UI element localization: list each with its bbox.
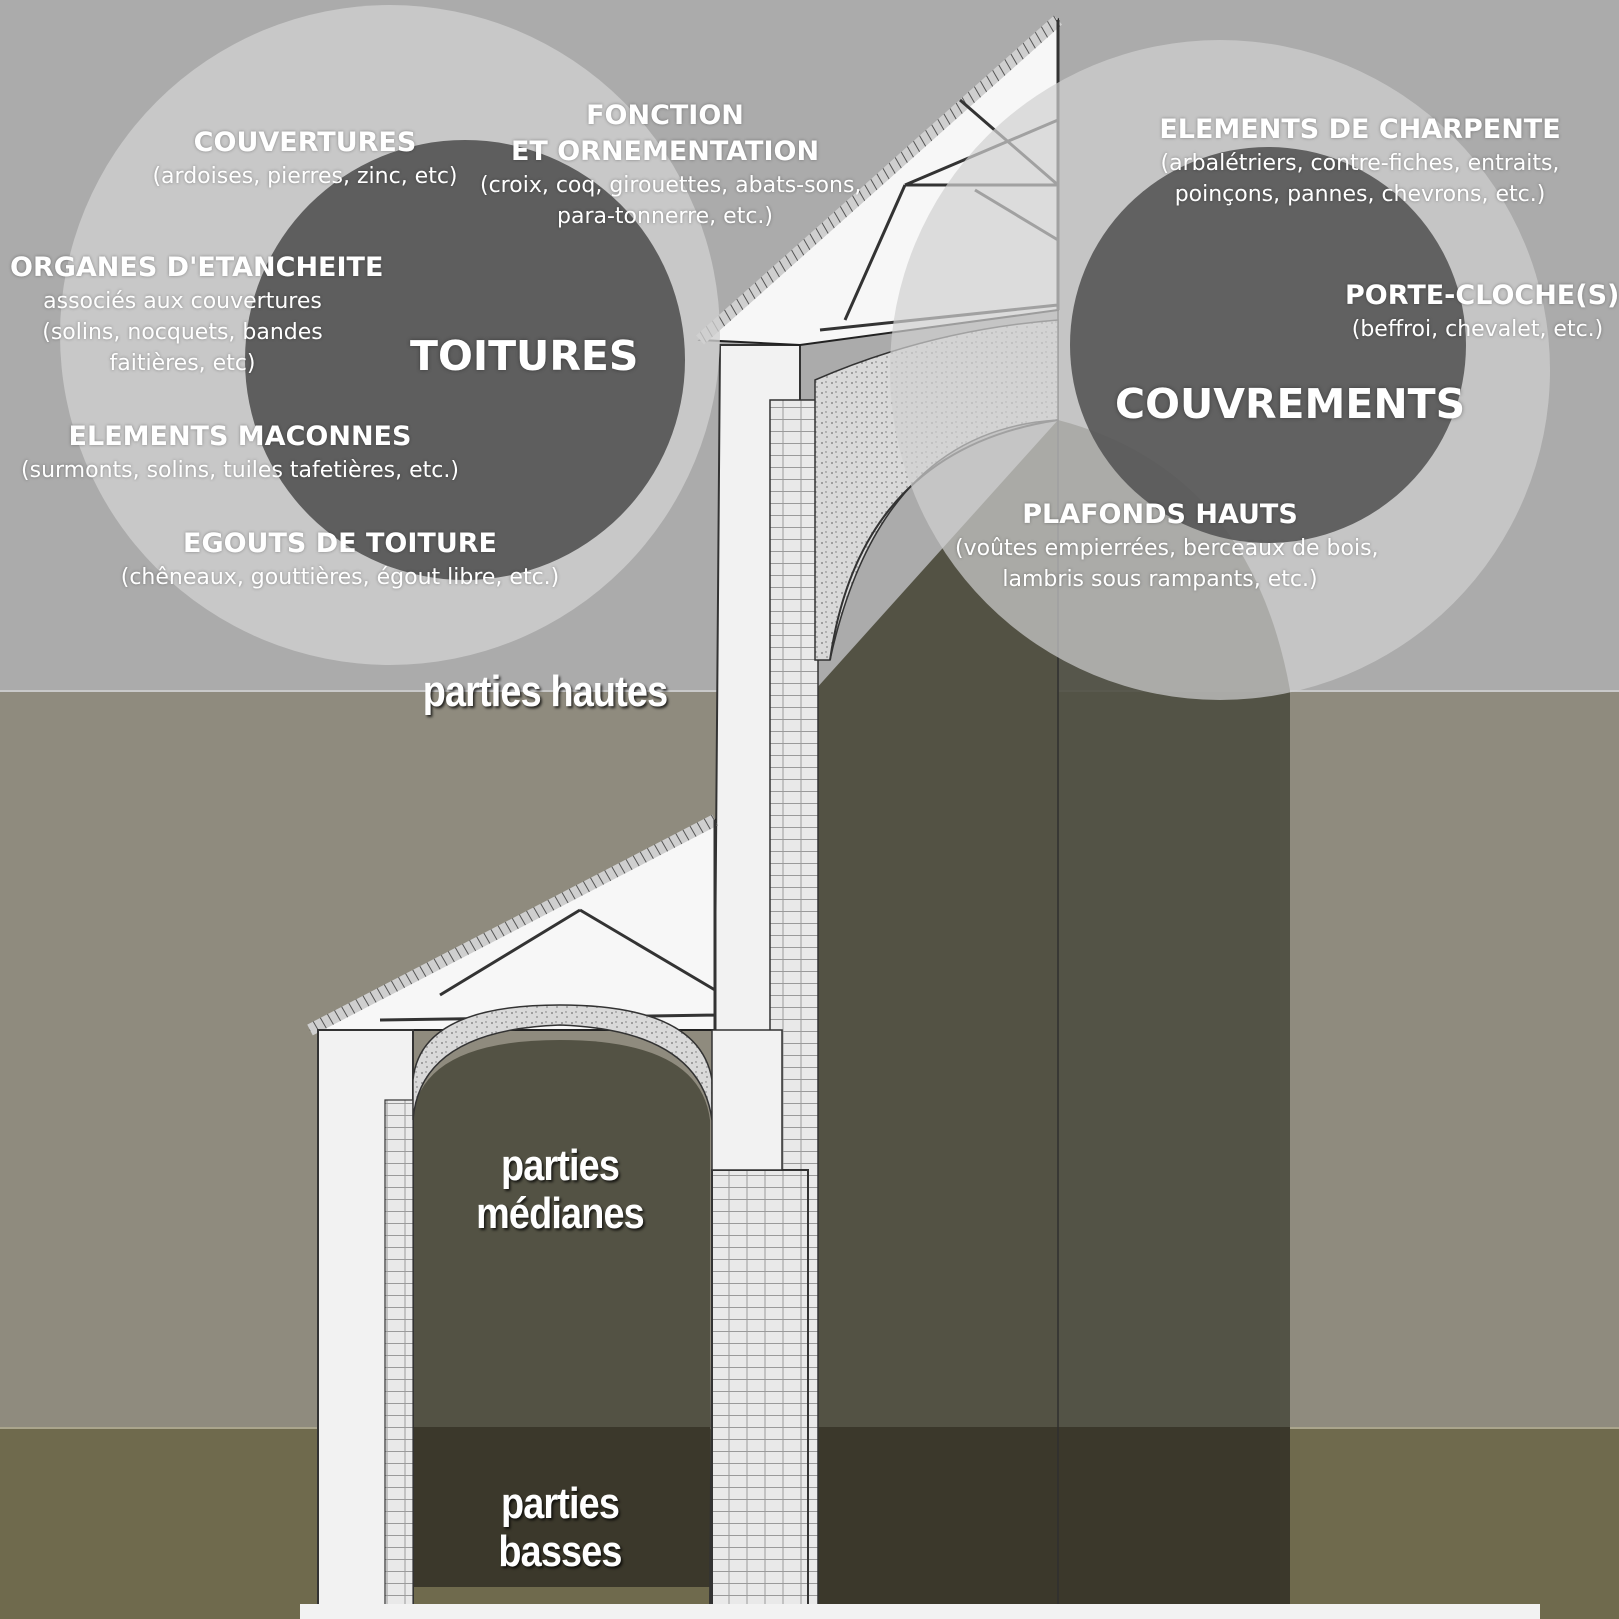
label-detail: (chêneaux, gouttières, égout libre, etc.… [120, 565, 560, 590]
label-detail: (beffroi, chevalet, etc.) [1351, 317, 1604, 342]
label-elements-charpente: ELEMENTS DE CHARPENTE (arbalétriers, con… [1155, 112, 1565, 210]
label-detail: poinçons, pannes, chevrons, etc.) [1174, 182, 1546, 207]
zone-parties-medianes: parties médianes [476, 1141, 645, 1238]
label-couvertures: COUVERTURES (ardoises, pierres, zinc, et… [150, 125, 460, 192]
label-detail: para-tonnerre, etc.) [557, 204, 773, 229]
label-porte-cloche: PORTE-CLOCHE(S) (beffroi, chevalet, etc.… [1345, 278, 1619, 345]
label-plafonds-hauts: PLAFONDS HAUTS (voûtes empierrées, berce… [955, 497, 1379, 595]
zone-parties-basses: parties basses [498, 1479, 622, 1576]
label-detail: associés aux couvertures [43, 289, 322, 314]
circle-couvrements-inner [1070, 147, 1466, 543]
label-title: PLAFONDS HAUTS [1022, 499, 1298, 530]
label-title: FONCTION ET ORNEMENTATION [510, 100, 820, 167]
label-detail: (croix, coq, girouettes, abats-sons, [480, 173, 862, 198]
circle-toitures-inner [245, 140, 685, 580]
label-title: COUVERTURES [193, 127, 417, 158]
label-detail: (surmonts, solins, tuiles tafetières, et… [21, 458, 459, 483]
label-detail: (voûtes empierrées, berceaux de bois, [955, 536, 1379, 561]
label-detail: (solins, nocquets, bandes [42, 320, 323, 345]
label-detail: faitières, etc) [109, 351, 256, 376]
label-fonction-ornementation: FONCTION ET ORNEMENTATION (croix, coq, g… [480, 98, 862, 232]
zone-parties-hautes: parties hautes [422, 667, 668, 716]
nave-pier [711, 1169, 809, 1606]
label-title: ELEMENTS DE CHARPENTE [1159, 114, 1561, 145]
label-elements-maconnes: ELEMENTS MACONNES (surmonts, solins, tui… [20, 419, 460, 486]
nave-shadow [815, 420, 1058, 1605]
label-title: ORGANES D'ETANCHEITE [10, 252, 384, 283]
label-title: ELEMENTS MACONNES [68, 421, 412, 452]
label-title: EGOUTS DE TOITURE [183, 528, 497, 559]
label-detail: (arbalétriers, contre-fiches, entraits, [1160, 151, 1560, 176]
label-detail: (ardoises, pierres, zinc, etc) [152, 164, 458, 189]
toitures-title: TOITURES [410, 332, 639, 380]
label-egouts-toiture: EGOUTS DE TOITURE (chêneaux, gouttières,… [120, 526, 560, 593]
label-title: PORTE-CLOCHE(S) [1345, 280, 1619, 311]
label-organes-etancheite: ORGANES D'ETANCHEITE associés aux couver… [10, 250, 384, 379]
label-detail: lambris sous rampants, etc.) [1002, 567, 1318, 592]
couvrements-title: COUVREMENTS [1115, 380, 1466, 428]
